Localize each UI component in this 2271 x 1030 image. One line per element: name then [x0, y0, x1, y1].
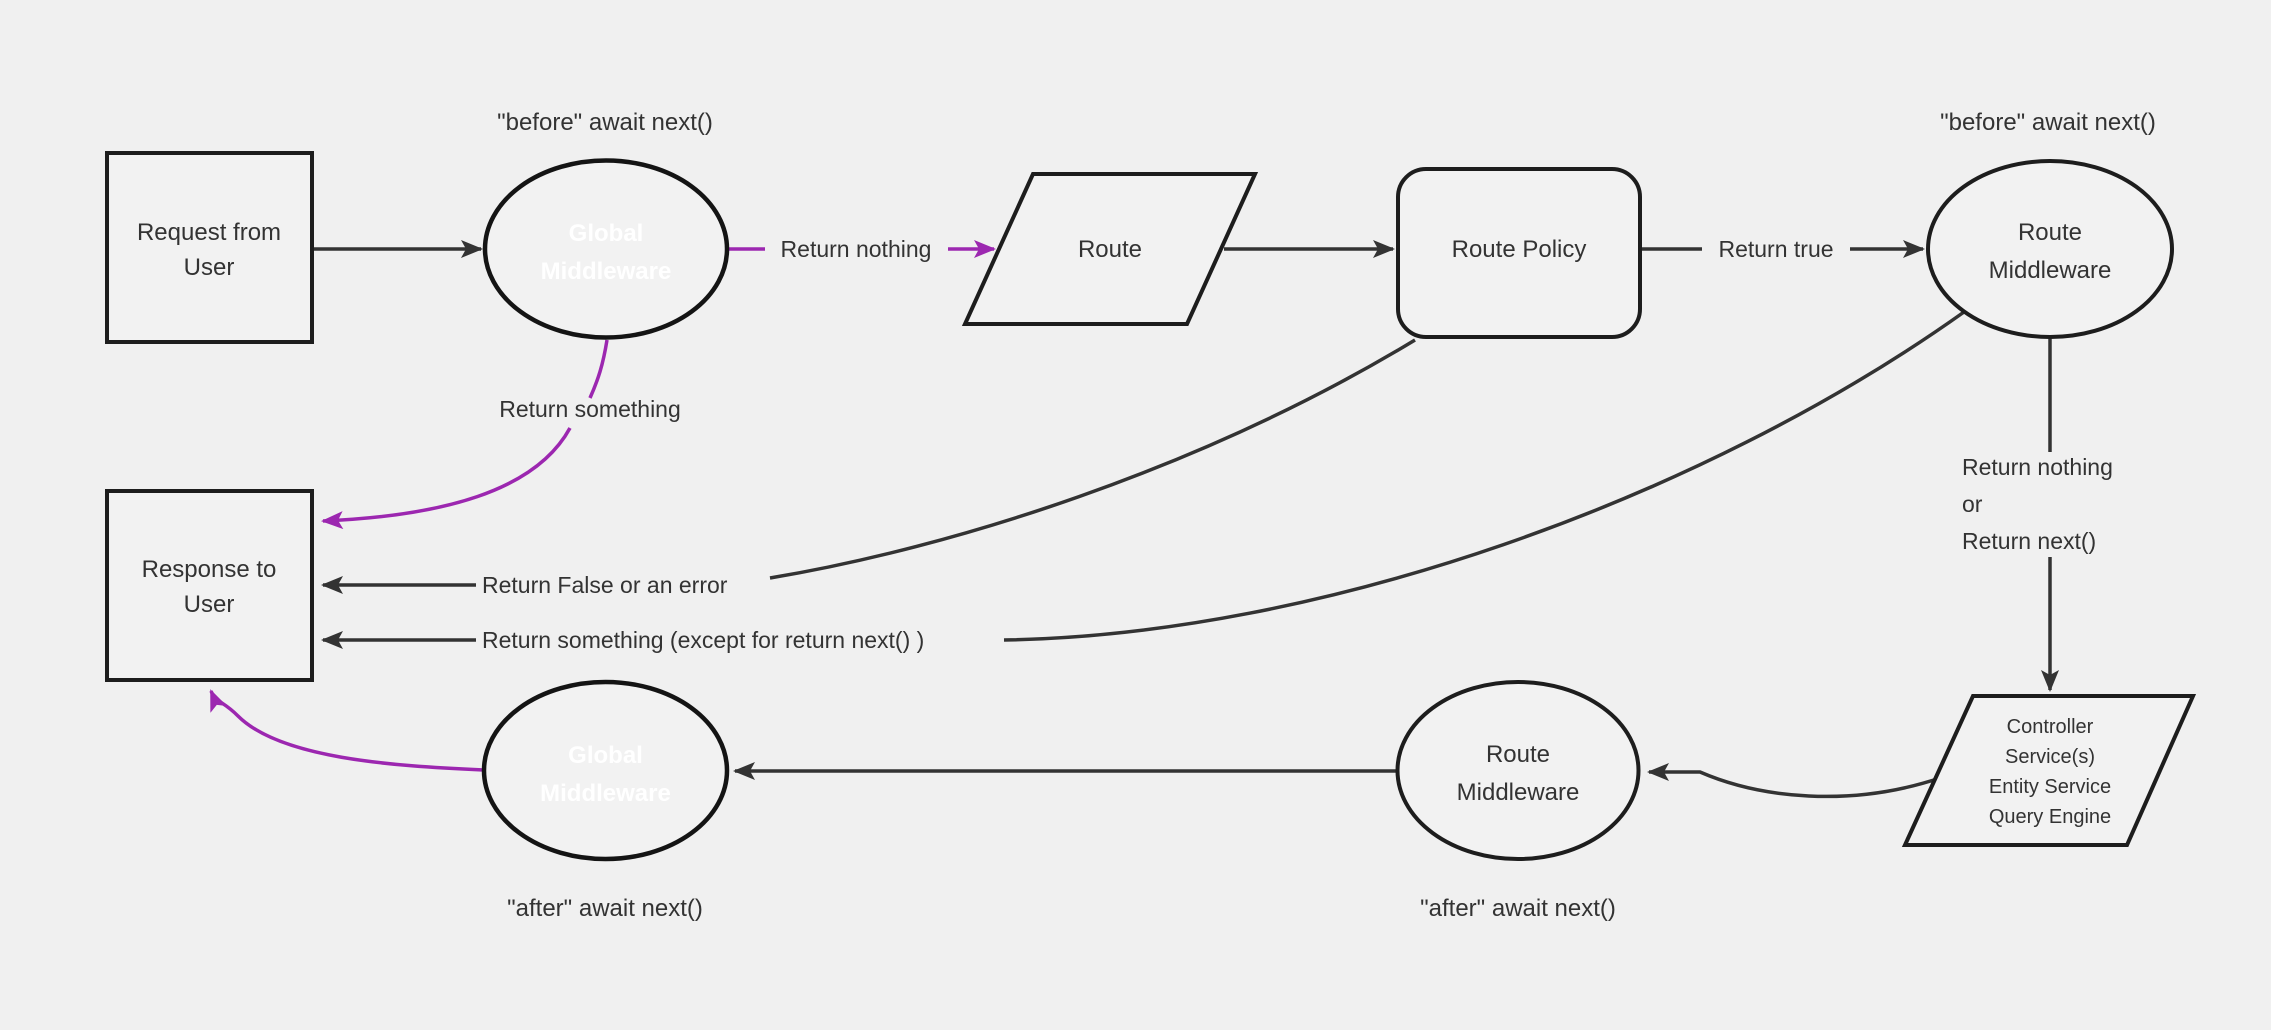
- edge-label-return-something: Return something: [499, 396, 681, 422]
- edge-route-middleware-to-response-curve: [1003, 310, 1966, 642]
- route-policy-label: Route Policy: [1452, 236, 1587, 263]
- node-route-policy: Route Policy: [1396, 167, 1642, 339]
- edge-label-return-nothing-or-next: Return nothing or Return next(): [1962, 454, 2113, 554]
- edge-route-policy-to-response-curve: [769, 338, 1416, 580]
- node-global-middleware-top: Global Middleware: [482, 158, 730, 340]
- global-middleware-top-shape: [482, 158, 730, 340]
- route-policy-shape: [1396, 167, 1642, 339]
- node-route-middleware-top: Route Middleware: [1926, 159, 2174, 339]
- annotation-after-await-next-global: "after" await next(): [507, 895, 703, 922]
- edge-global-middleware-to-response-start: [588, 339, 609, 399]
- response-to-user-label-line1: Response to: [142, 556, 277, 583]
- edge-label-return-false-or-error: Return False or an error: [482, 572, 728, 598]
- edge-label-return-nothing-or-line3: Return next(): [1962, 528, 2096, 554]
- route-middleware-bottom-shape: [1395, 680, 1641, 861]
- edge-global-middleware-to-response-bottom: [209, 689, 485, 772]
- global-middleware-top-label-line2: Middleware: [541, 258, 672, 285]
- edge-controller-to-route-middleware: [1647, 763, 1941, 799]
- node-response-to-user: Response to User: [105, 489, 314, 682]
- edge-label-return-true: Return true: [1718, 236, 1833, 262]
- response-to-user-shape: [105, 489, 314, 682]
- edge-label-return-nothing-or-line1: Return nothing: [1962, 454, 2113, 480]
- response-to-user-label-line2: User: [184, 591, 235, 618]
- edge-label-return-something-except: Return something (except for return next…: [482, 627, 924, 653]
- global-middleware-bottom-label-line1: Global: [568, 742, 643, 769]
- route-middleware-top-label-line2: Middleware: [1989, 257, 2112, 284]
- global-middleware-bottom-label-line2: Middleware: [540, 780, 671, 807]
- request-from-user-label-line2: User: [184, 254, 235, 281]
- annotation-after-await-next-route: "after" await next(): [1420, 895, 1616, 922]
- route-middleware-top-label-line1: Route: [2018, 219, 2082, 246]
- controller-stack-label-line2: Service(s): [2005, 746, 2095, 768]
- node-request-from-user: Request from User: [105, 151, 314, 344]
- controller-stack-label-line1: Controller: [2007, 716, 2094, 738]
- node-route: Route: [961, 172, 1259, 326]
- route-middleware-bottom-label-line1: Route: [1486, 741, 1550, 768]
- request-from-user-label-line1: Request from: [137, 219, 281, 246]
- edge-label-return-nothing-top: Return nothing: [781, 236, 932, 262]
- route-shape: [961, 172, 1259, 326]
- edge-label-return-nothing-or-line2: or: [1962, 491, 1983, 517]
- annotation-before-await-next-route: "before" await next(): [1940, 109, 2156, 136]
- route-label: Route: [1078, 236, 1142, 263]
- node-route-middleware-bottom: Route Middleware: [1395, 680, 1641, 861]
- controller-stack-label-line3: Entity Service: [1989, 776, 2111, 798]
- route-middleware-bottom-label-line2: Middleware: [1457, 779, 1580, 806]
- global-middleware-bottom-shape: [481, 679, 730, 862]
- node-controller-stack: Controller Service(s) Entity Service Que…: [1901, 694, 2197, 847]
- route-middleware-top-shape: [1926, 159, 2174, 339]
- node-global-middleware-bottom: Global Middleware: [481, 679, 730, 862]
- controller-stack-shape: [1901, 694, 2197, 847]
- edge-global-middleware-to-response-end: [321, 427, 572, 530]
- annotation-before-await-next-global: "before" await next(): [497, 109, 713, 136]
- global-middleware-top-label-line1: Global: [569, 220, 644, 247]
- request-from-user-shape: [105, 151, 314, 344]
- controller-stack-label-line4: Query Engine: [1989, 806, 2111, 828]
